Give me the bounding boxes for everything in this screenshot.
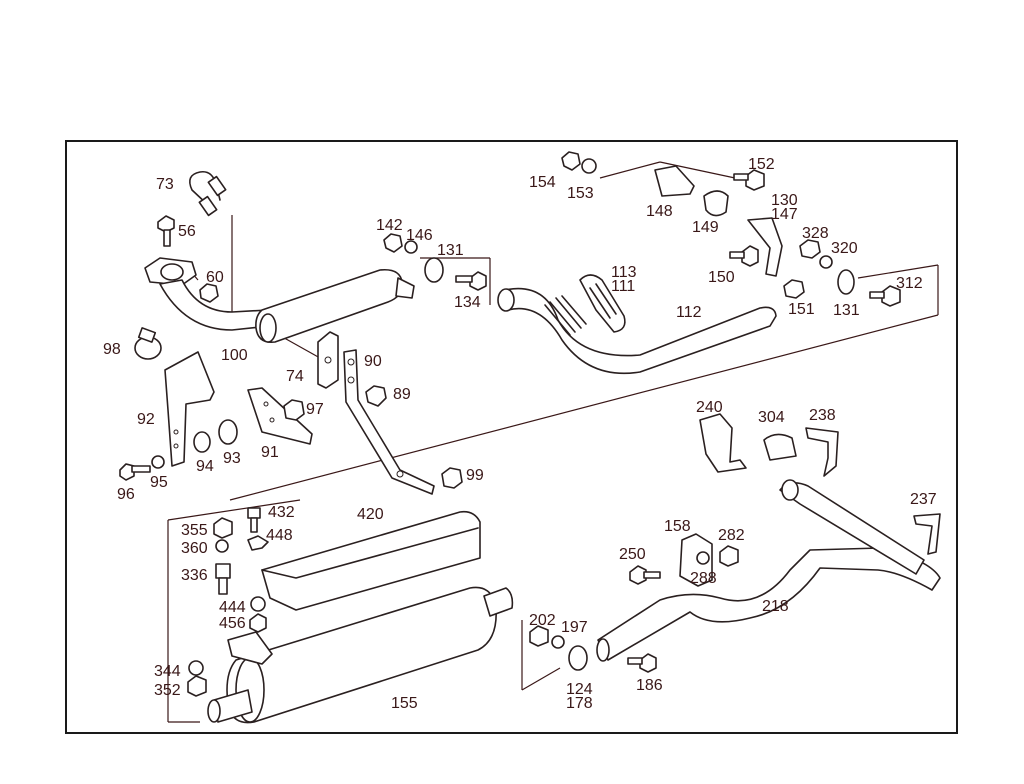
label-113: 113	[611, 264, 637, 281]
label-155: 155	[391, 695, 418, 712]
label-186: 186	[636, 677, 663, 694]
label-131-right: 131	[833, 302, 860, 319]
label-56: 56	[178, 223, 196, 240]
label-218: 218	[762, 598, 789, 615]
label-60: 60	[206, 269, 224, 286]
label-94: 94	[196, 458, 214, 475]
label-238: 238	[809, 407, 836, 424]
intermediate-pipe-assembly	[383, 151, 901, 375]
label-178: 178	[566, 695, 593, 712]
label-134: 134	[454, 294, 481, 311]
label-147: 147	[771, 206, 798, 223]
label-344: 344	[154, 663, 181, 680]
label-100: 100	[221, 347, 248, 364]
label-237: 237	[910, 491, 937, 508]
label-93: 93	[223, 450, 241, 467]
guide-lines	[167, 161, 939, 723]
label-154: 154	[529, 174, 556, 191]
label-73: 73	[156, 176, 174, 193]
label-95: 95	[150, 474, 168, 491]
label-202: 202	[529, 612, 556, 629]
label-304: 304	[758, 409, 785, 426]
label-158: 158	[664, 518, 691, 535]
label-151: 151	[788, 301, 815, 318]
label-146: 146	[406, 227, 433, 244]
label-92: 92	[137, 411, 155, 428]
part-labels: 73 56 60 98 100 74 90 89 99 92 97 91 93 …	[103, 156, 937, 712]
label-150: 150	[708, 269, 735, 286]
label-142: 142	[376, 217, 403, 234]
label-90: 90	[364, 353, 382, 370]
front-pipe-assembly	[119, 170, 463, 495]
label-131-upper-left: 131	[437, 242, 464, 259]
label-149: 149	[692, 219, 719, 236]
label-312: 312	[896, 275, 923, 292]
rear-muffler-assembly	[187, 413, 941, 724]
label-456: 456	[219, 615, 246, 632]
label-282: 282	[718, 527, 745, 544]
label-74: 74	[286, 368, 304, 385]
label-250: 250	[619, 546, 646, 563]
label-432: 432	[268, 504, 295, 521]
label-96: 96	[117, 486, 135, 503]
label-197: 197	[561, 619, 588, 636]
label-112: 112	[676, 304, 702, 321]
label-288: 288	[690, 570, 717, 587]
label-355: 355	[181, 522, 208, 539]
label-130: 130	[771, 192, 798, 209]
label-448: 448	[266, 527, 293, 544]
label-124: 124	[566, 681, 593, 698]
label-444: 444	[219, 599, 246, 616]
label-99: 99	[466, 467, 484, 484]
label-328: 328	[802, 225, 829, 242]
label-91: 91	[261, 444, 279, 461]
label-152: 152	[748, 156, 775, 173]
label-153: 153	[567, 185, 594, 202]
label-360: 360	[181, 540, 208, 557]
diagram-frame	[65, 140, 958, 734]
label-240: 240	[696, 399, 723, 416]
label-320: 320	[831, 240, 858, 257]
label-98: 98	[103, 341, 121, 358]
label-111: 111	[611, 278, 635, 295]
label-420: 420	[357, 506, 384, 523]
label-352: 352	[154, 682, 181, 699]
label-336: 336	[181, 567, 208, 584]
label-97: 97	[306, 401, 324, 418]
label-148: 148	[646, 203, 673, 220]
label-89: 89	[393, 386, 411, 403]
